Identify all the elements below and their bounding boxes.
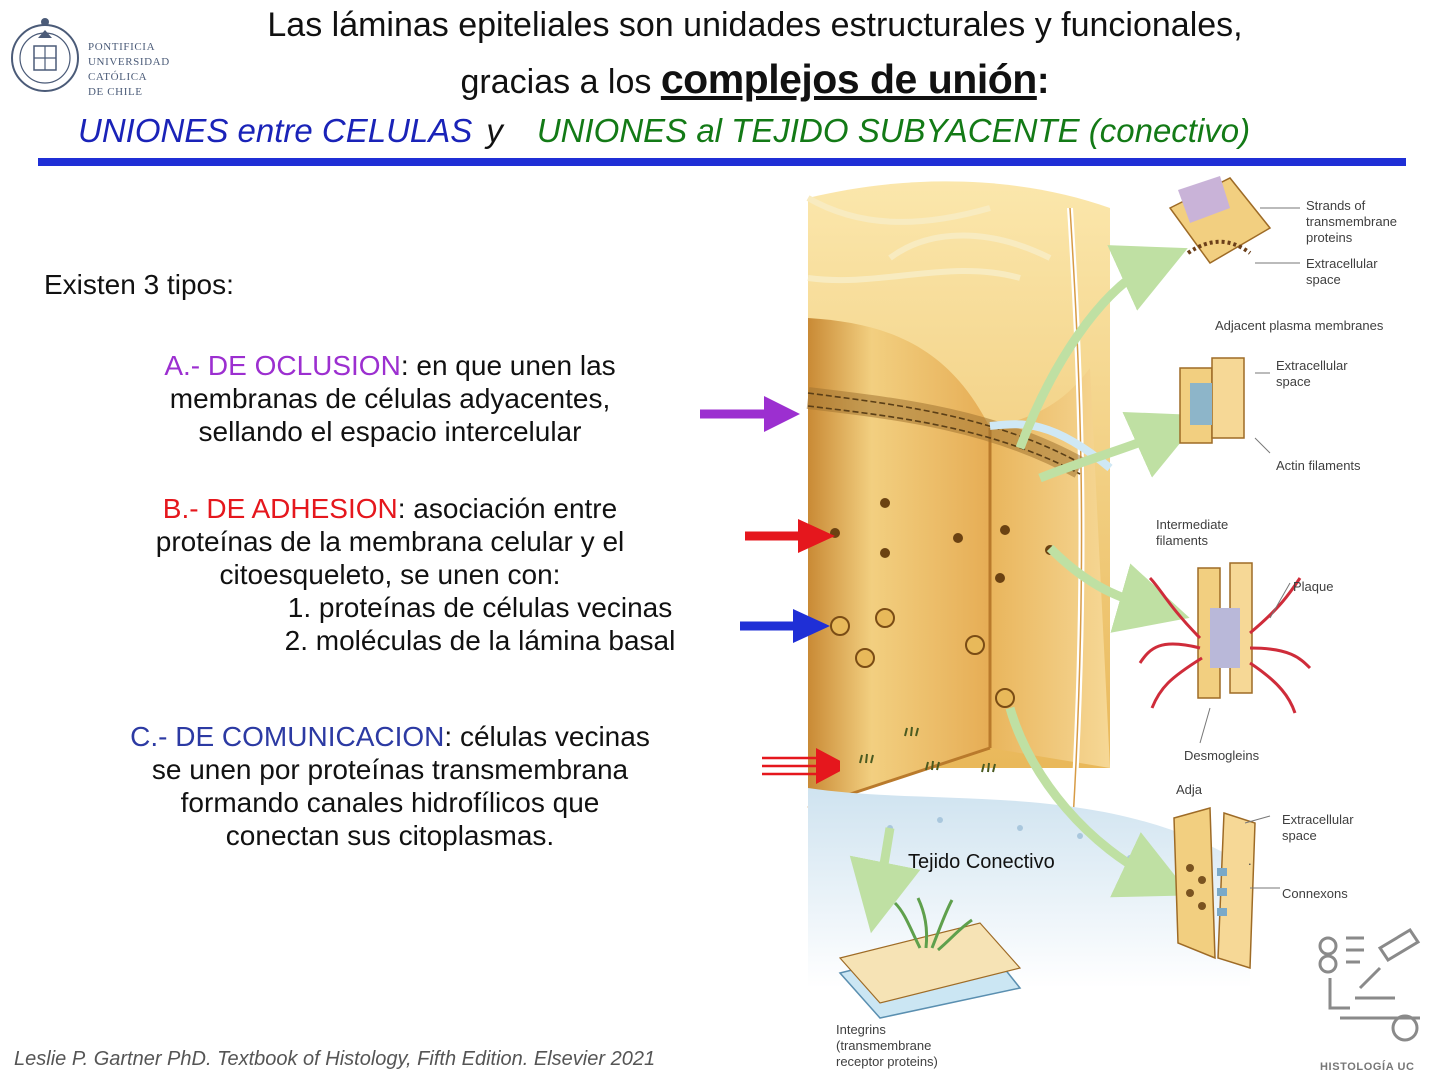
type-c-line-3: formando canales hidrofílicos que <box>180 787 600 818</box>
label-extracellular-1b: space <box>1306 272 1341 287</box>
label-strands-1: Strands of <box>1306 198 1366 213</box>
label-intermediate-2: filaments <box>1156 533 1209 548</box>
label-intermediate-1: Intermediate <box>1156 517 1228 532</box>
type-c-text: : células vecinas <box>444 721 650 752</box>
label-extracellular-2b: space <box>1276 374 1311 389</box>
epithelial-cell-block <box>806 181 1110 869</box>
label-connective-tissue: Tejido Conectivo <box>908 851 1055 873</box>
intro-text: Existen 3 tipos: <box>44 269 234 300</box>
pointer-arrows <box>700 396 840 784</box>
histologia-uc-label: HISTOLOGÍA UC <box>1320 1060 1415 1073</box>
type-b-line-3: citoesqueleto, se unen con: <box>219 559 561 590</box>
label-extracellular-1a: Extracellular <box>1306 256 1378 271</box>
subtitle-cell-junctions: UNIONES entre CELULAS <box>78 112 473 149</box>
subtitle-connector: y <box>486 112 503 149</box>
label-leader-lines <box>1199 207 1300 889</box>
label-extracellular-2a: Extracellular <box>1276 358 1348 373</box>
type-a-line-3: sellando el espacio intercelular <box>198 416 582 447</box>
type-c-line-1: C.- DE COMUNICACION: células vecinas <box>60 720 720 753</box>
type-b-line-2: proteínas de la membrana celular y el <box>155 526 625 557</box>
tight-junction-band <box>806 387 1086 478</box>
type-a-line-1: A.- DE OCLUSION: en que unen las <box>60 349 720 382</box>
type-a-line-2: membranas de células adyacentes, <box>169 383 611 414</box>
label-adja: Adja <box>1176 782 1203 797</box>
title-colon: : <box>1036 60 1050 102</box>
type-b-item-2: 2. moléculas de la lámina basal <box>284 625 676 656</box>
logo-line: UNIVERSIDAD <box>88 56 170 68</box>
type-a-label: A.- DE OCLUSION <box>164 350 401 381</box>
label-actin-filaments: Actin filaments <box>1276 458 1361 473</box>
label-adjacent-membranes: Adjacent plasma membranes <box>1215 318 1384 333</box>
label-extracellular-3b: space <box>1282 828 1317 843</box>
tight-junction-inset <box>1168 176 1272 264</box>
label-dot: . <box>1248 853 1252 868</box>
arrow-adhesion-basal <box>740 609 830 643</box>
type-c-line-4: conectan sus citoplasmas. <box>225 820 555 851</box>
type-a-text: : en que unen las <box>400 350 616 381</box>
title-emphasis: complejos de unión <box>660 56 1037 102</box>
type-c-block: C.- DE COMUNICACION: células vecinas se … <box>60 720 720 852</box>
label-plaque: Plaque <box>1293 579 1333 594</box>
type-c-label: C.- DE COMUNICACION <box>130 721 445 752</box>
source-citation: Leslie P. Gartner PhD. Textbook of Histo… <box>14 1048 656 1070</box>
university-name: PONTIFICIA UNIVERSIDAD CATÓLICA DE CHILE <box>88 40 170 100</box>
label-desmogleins: Desmogleins <box>1184 748 1260 763</box>
desmosome-inset <box>1138 562 1312 714</box>
label-integrins-2: (transmembrane <box>836 1038 931 1053</box>
type-c-line-2: se unen por proteínas transmembrana <box>151 754 629 785</box>
label-strands-2: transmembrane <box>1306 214 1397 229</box>
type-b-line-1: B.- DE ADHESION: asociación entre <box>60 492 720 525</box>
title-divider <box>38 158 1406 166</box>
desmosome-dots <box>830 498 1055 583</box>
label-connexons: Connexons <box>1282 886 1348 901</box>
slide-subtitle: UNIONES entre CELULAS y UNIONES al TEJIDO … <box>78 112 1250 150</box>
type-b-item-1: 1. proteínas de células vecinas <box>287 592 673 623</box>
logo-line: PONTIFICIA <box>88 41 156 53</box>
slide-title-line-2: gracias a los complejos de unión: <box>150 56 1360 103</box>
label-integrins-3: receptor proteins) <box>836 1054 938 1069</box>
adherens-junction-inset <box>1179 357 1245 444</box>
logo-line: DE CHILE <box>88 86 143 98</box>
arrow-adhesion-cells <box>745 519 835 553</box>
university-seal-logo <box>11 18 79 92</box>
callout-arrows <box>849 245 1203 934</box>
membrane-line <box>989 420 1113 472</box>
type-b-text: : asociación entre <box>397 493 618 524</box>
type-b-block: B.- DE ADHESION: asociación entre proteí… <box>60 492 720 657</box>
gap-junction-inset <box>1173 807 1256 970</box>
hemidesmosome-dots <box>830 608 1015 708</box>
hemidesmosome-inset <box>838 897 1022 1019</box>
label-integrins-1: Integrins <box>836 1022 886 1037</box>
type-b-label: B.- DE ADHESION <box>162 493 398 524</box>
type-a-block: A.- DE OCLUSION: en que unen las membran… <box>60 349 720 448</box>
label-strands-3: proteins <box>1306 230 1353 245</box>
logo-line: CATÓLICA <box>88 71 148 83</box>
title-prefix: gracias a los <box>460 63 661 101</box>
arrow-communication <box>762 748 840 784</box>
histologia-uc-logo <box>1318 927 1421 1042</box>
junction-diagram: Strands of transmembrane proteins Extrac… <box>806 176 1421 1073</box>
arrow-occlusion <box>700 396 800 432</box>
subtitle-tissue-junctions: UNIONES al TEJIDO SUBYACENTE (conectivo) <box>536 112 1251 149</box>
slide-title-line-1: Las láminas epiteliales son unidades est… <box>267 6 1243 44</box>
label-extracellular-3a: Extracellular <box>1282 812 1354 827</box>
